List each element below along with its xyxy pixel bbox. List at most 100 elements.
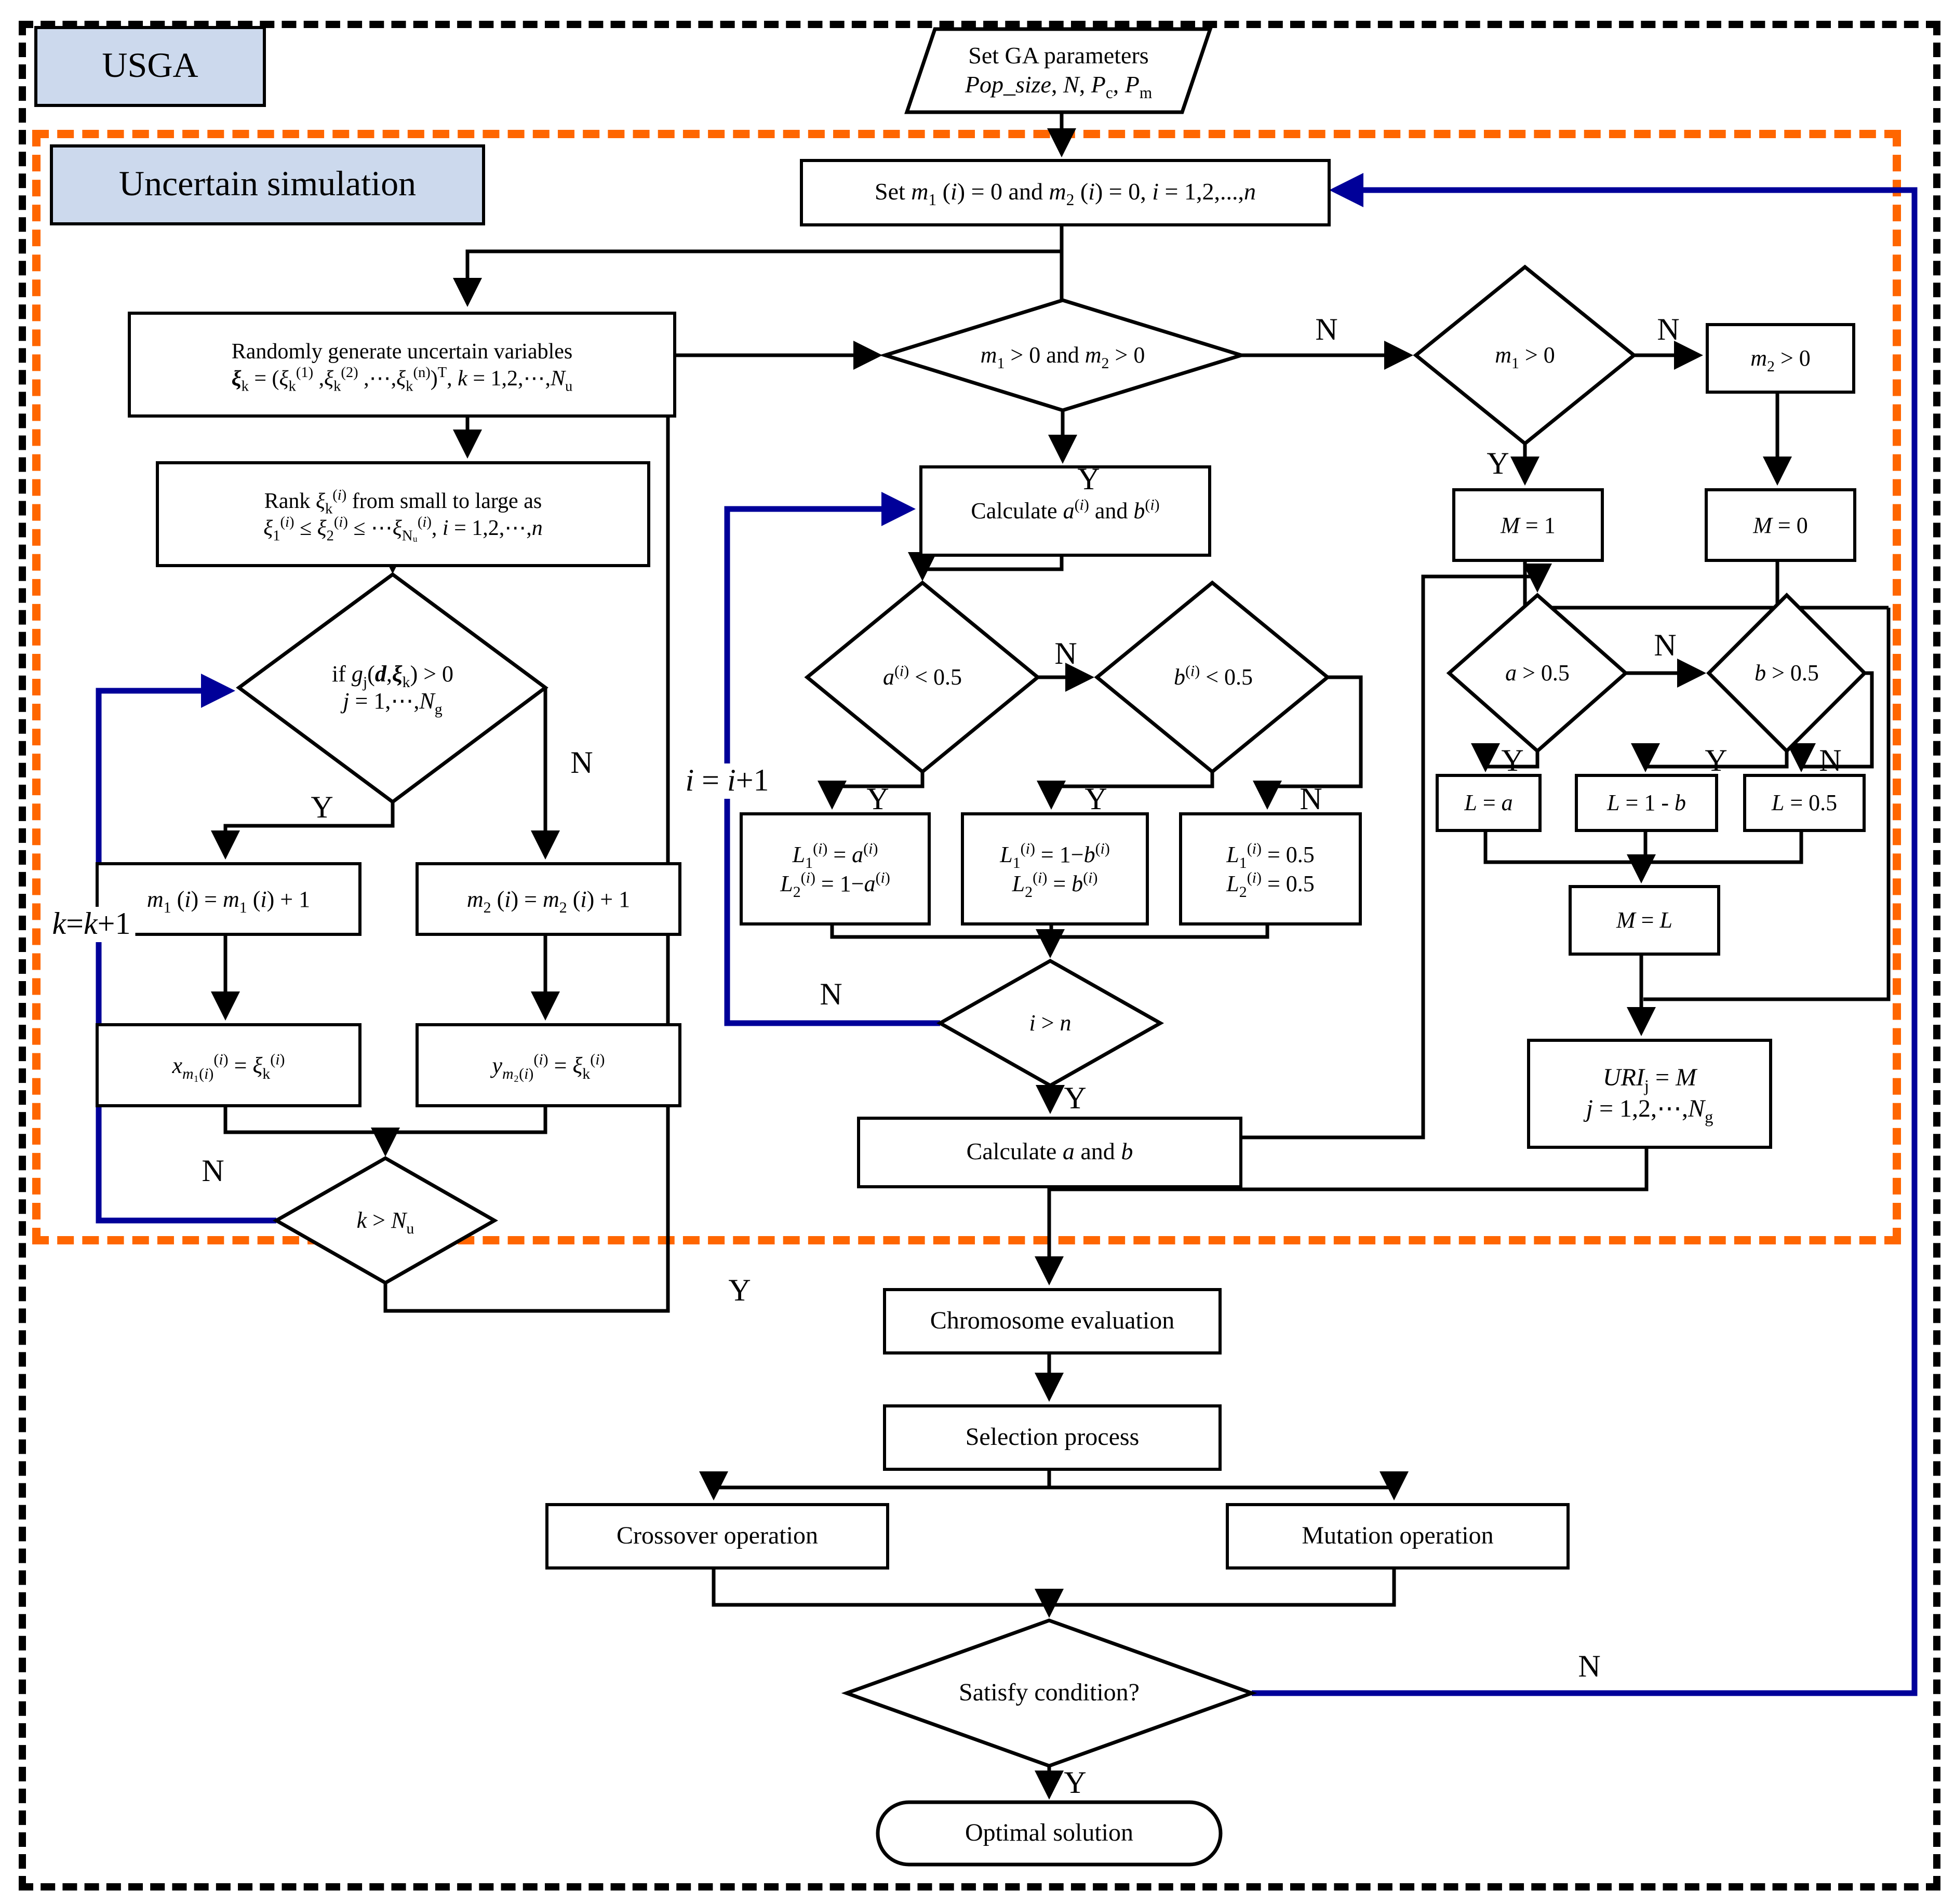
edge-label-k-yes: Y xyxy=(728,1273,751,1308)
set-ga-line2: Pop_size, N, Pc, Pm xyxy=(965,72,1153,103)
set-ga-parallelogram-shape xyxy=(904,27,1213,114)
ai-check-text: a(i) < 0.5 xyxy=(882,663,962,690)
rank-node: Rank ξk(i) from small to large as ξ1(i) … xyxy=(156,461,650,567)
random-generate-line2: ξk = (ξk(1) ,ξk(2) ,⋯,ξk(n))T, k = 1,2,⋯… xyxy=(231,365,573,395)
shape-layer xyxy=(236,27,1867,1867)
y-assign-text: ym₂(i)(i) = ξk(i) xyxy=(492,1051,605,1083)
bi-check-node: b(i) < 0.5 xyxy=(1122,646,1305,708)
l-box1-line1: L1(i) = a(i) xyxy=(792,841,878,872)
usga-region-label-text: USGA xyxy=(102,47,198,85)
l-eq-a-text: L = a xyxy=(1464,789,1513,816)
edge-label-ai-no: N xyxy=(1054,637,1077,671)
i-check-node: i > n xyxy=(966,992,1134,1054)
i-diamond-shape xyxy=(936,958,1164,1088)
l-eq-1b-text: L = 1 - b xyxy=(1607,789,1686,816)
satisfy-condition-text: Satisfy condition? xyxy=(959,1679,1140,1707)
edge-label-ai-yes: Y xyxy=(866,782,889,816)
b-check-node: b > 0.5 xyxy=(1704,642,1870,704)
edge-label-bi-no: N xyxy=(1300,782,1322,816)
m1m2-check-text: m1 > 0 and m2 > 0 xyxy=(980,341,1145,372)
bi-diamond-shape xyxy=(1094,580,1331,774)
rank-line1: Rank ξk(i) from small to large as xyxy=(264,487,542,517)
m1-diamond-shape xyxy=(1413,264,1637,446)
uncertain-simulation-region-label-text: Uncertain simulation xyxy=(118,165,417,204)
crossover-operation-text: Crossover operation xyxy=(617,1523,818,1550)
gj-check-line1: if gj(d,ξk) > 0 xyxy=(331,660,454,691)
l-box1-line2: L2(i) = 1−a(i) xyxy=(780,869,890,901)
uri-line1: URIj = M xyxy=(1602,1065,1697,1096)
l-box3-line2: L2(i) = 0.5 xyxy=(1226,869,1315,901)
a-check-node: a > 0.5 xyxy=(1454,642,1621,704)
usga-region-label: USGA xyxy=(34,26,266,107)
m-zero-node: M = 0 xyxy=(1705,488,1856,562)
outer-dashed-border xyxy=(19,21,1940,1890)
set-ga-parameters-node: Set GA parameters Pop_size, N, Pc, Pm xyxy=(914,31,1203,110)
a-diamond-shape xyxy=(1446,593,1629,754)
chromosome-evaluation-node: Chromosome evaluation xyxy=(883,1288,1222,1355)
l-box3-line1: L1(i) = 0.5 xyxy=(1226,841,1315,872)
a-check-text: a > 0.5 xyxy=(1505,659,1570,686)
optimal-stadium-shape xyxy=(876,1800,1223,1867)
satisfy-condition-node: Satisfy condition? xyxy=(883,1662,1215,1724)
k-diamond-shape xyxy=(272,1156,499,1285)
calc-ab-i-text: Calculate a(i) and b(i) xyxy=(971,497,1160,524)
edge-label-m1-no: N xyxy=(1657,313,1680,347)
edge-label-satisfy-no: N xyxy=(1578,1650,1601,1684)
optimal-solution-node: Optimal solution xyxy=(878,1802,1221,1865)
y-assign-node: ym₂(i)(i) = ξk(i) xyxy=(416,1023,681,1107)
edge-label-i-yes: Y xyxy=(1064,1081,1087,1116)
l-box2-line2: L2(i) = b(i) xyxy=(1012,869,1098,901)
rank-line2: ξ1(i) ≤ ξ2(i) ≤ ⋯ξNᵤ(i), i = 1,2,⋯,n xyxy=(263,514,543,545)
m-eq-l-text: M = L xyxy=(1616,907,1672,933)
ai-diamond-shape xyxy=(804,580,1041,774)
m1m2-diamond-shape xyxy=(879,298,1248,412)
edge-label-bi-yes: Y xyxy=(1084,782,1107,816)
x-assign-text: xm₁(i)(i) = ξk(i) xyxy=(172,1051,285,1083)
m1-increment-node: m1 (i) = m1 (i) + 1 xyxy=(96,862,361,936)
bi-check-text: b(i) < 0.5 xyxy=(1173,663,1253,690)
m2-check-node: m2 > 0 xyxy=(1706,323,1855,394)
init-m-node: Set m1 (i) = 0 and m2 (i) = 0, i = 1,2,.… xyxy=(800,159,1331,226)
l-eq-a-node: L = a xyxy=(1436,774,1542,832)
m1-check-node: m1 > 0 xyxy=(1439,324,1611,386)
l-eq-05-node: L = 0.5 xyxy=(1743,774,1866,832)
uncertain-simulation-region-border xyxy=(32,130,1901,1244)
b-check-text: b > 0.5 xyxy=(1755,659,1819,686)
edge-label-i-no: N xyxy=(820,977,842,1012)
edge-label-a-yes: Y xyxy=(1501,744,1524,778)
random-generate-node: Randomly generate uncertain variables ξk… xyxy=(128,312,676,418)
k-check-node: k > Nu xyxy=(297,1189,474,1252)
edge-label-m1m2-yes: Y xyxy=(1077,462,1100,497)
gj-diamond-shape xyxy=(236,572,548,804)
l-box3-node: L1(i) = 0.5 L2(i) = 0.5 xyxy=(1179,812,1362,926)
set-ga-line1: Set GA parameters xyxy=(968,43,1149,69)
uri-line2: j = 1,2,⋯,Ng xyxy=(1586,1096,1713,1127)
ai-check-node: a(i) < 0.5 xyxy=(831,646,1014,708)
edge-label-gj-no: N xyxy=(570,746,593,780)
edge-label-a-no: N xyxy=(1654,628,1677,663)
random-generate-line1: Randomly generate uncertain variables xyxy=(231,338,573,364)
l-eq-1b-node: L = 1 - b xyxy=(1575,774,1718,832)
chromosome-evaluation-text: Chromosome evaluation xyxy=(930,1308,1175,1335)
x-assign-node: xm₁(i)(i) = ξk(i) xyxy=(96,1023,361,1107)
b-diamond-shape xyxy=(1706,593,1867,754)
k-check-text: k > Nu xyxy=(356,1206,414,1238)
mutation-operation-text: Mutation operation xyxy=(1302,1523,1494,1550)
calc-ab-i-node: Calculate a(i) and b(i) xyxy=(919,465,1211,557)
m2-check-text: m2 > 0 xyxy=(1750,345,1811,376)
selection-process-node: Selection process xyxy=(883,1404,1222,1471)
optimal-solution-text: Optimal solution xyxy=(965,1819,1133,1847)
calc-ab-node: Calculate a and b xyxy=(857,1117,1242,1188)
m2-increment-node: m2 (i) = m2 (i) + 1 xyxy=(416,862,681,936)
mutation-operation-node: Mutation operation xyxy=(1226,1503,1570,1570)
m1-increment-text: m1 (i) = m1 (i) + 1 xyxy=(146,886,311,917)
uncertain-simulation-region-label: Uncertain simulation xyxy=(50,144,485,225)
edge-label-k-no: N xyxy=(202,1154,224,1188)
edge-label-k-loop: k=k+1 xyxy=(48,907,135,942)
calc-ab-text: Calculate a and b xyxy=(966,1138,1133,1165)
selection-process-text: Selection process xyxy=(965,1424,1140,1451)
init-m-text: Set m1 (i) = 0 and m2 (i) = 0, i = 1,2,.… xyxy=(875,179,1256,210)
